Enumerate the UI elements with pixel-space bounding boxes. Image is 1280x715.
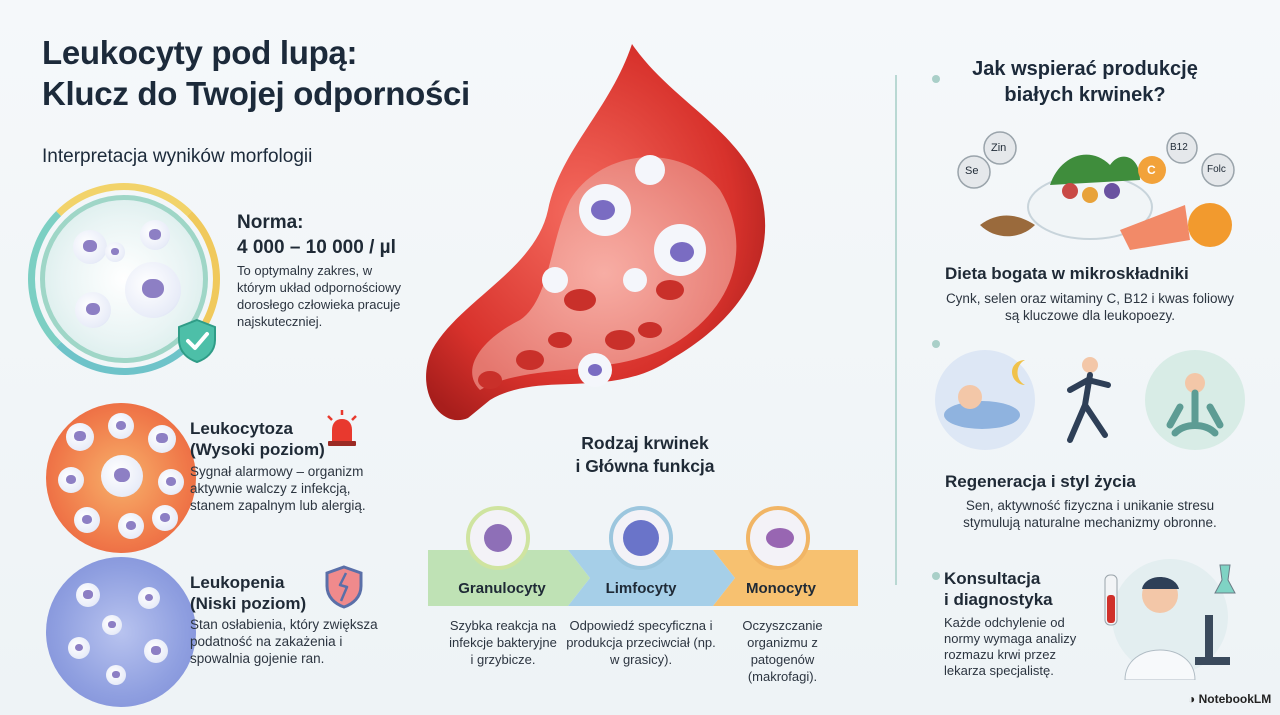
consultation-title-line-1: Konsultacja xyxy=(944,569,1041,588)
nutrient-badge-folc: Folc xyxy=(1207,164,1226,175)
cell-types-band xyxy=(428,506,858,606)
consultation-description: Każde odchylenie od normy wymaga analizy… xyxy=(944,615,1077,678)
title-line-1: Leukocyty pod lupą: xyxy=(42,34,358,71)
page-title: Leukocyty pod lupą: Klucz do Twojej odpo… xyxy=(42,32,470,114)
brand-logo: ◑ NotebookLM xyxy=(1188,692,1271,706)
shield-check-icon xyxy=(178,318,216,364)
nutrient-badge-c: C xyxy=(1147,163,1156,177)
connector-line xyxy=(895,75,897,585)
low-cells-illustration xyxy=(46,557,196,707)
cell-types-heading-line-1: Rodzaj krwinek xyxy=(581,433,709,453)
alarm-siren-icon xyxy=(327,410,357,446)
connector-dot xyxy=(932,75,940,83)
limfocyty-label: Limfocyty xyxy=(605,580,677,597)
norma-description: To optymalny zakres, w którym układ odpo… xyxy=(237,263,402,329)
limfocyty-description: Odpowiedź specyficzna i produkcja przeci… xyxy=(566,618,716,667)
leukocytoza-description: Sygnał alarmowy – organizm aktywnie walc… xyxy=(190,464,366,513)
interpretation-heading: Interpretacja wyników morfologii xyxy=(42,146,313,167)
norma-range: 4 000 – 10 000 / µl xyxy=(237,237,396,258)
nutrient-badge-b12: B12 xyxy=(1170,142,1188,153)
leukopenia-description: Stan osłabienia, który zwiększa podatnoś… xyxy=(190,617,378,666)
support-heading-line-2: białych krwinek? xyxy=(1004,84,1166,106)
regeneration-description: Sen, aktywność fizyczna i unikanie stres… xyxy=(963,498,1217,530)
consultation-title: Konsultacja i diagnostyka xyxy=(944,568,1053,610)
high-cells-illustration xyxy=(46,403,196,553)
consultation-title-line-2: i diagnostyka xyxy=(944,590,1053,609)
diet-description: Cynk, selen oraz witaminy C, B12 i kwas … xyxy=(945,291,1235,323)
granulocyty-description: Szybka reakcja na infekcje bakteryjne i … xyxy=(449,618,557,667)
nutrient-badge-se: Se xyxy=(965,165,979,177)
support-heading: Jak wspierać produkcję białych krwinek? xyxy=(965,56,1205,108)
connector-dot xyxy=(932,340,940,348)
connector-dot xyxy=(932,572,940,580)
lifestyle-illustration xyxy=(935,350,1245,450)
broken-shield-icon xyxy=(325,565,363,609)
regeneration-title: Regeneracja i styl życia xyxy=(945,472,1136,491)
norma-label: Norma: xyxy=(237,212,304,233)
leukocytoza-level: (Wysoki poziom) xyxy=(190,440,325,459)
leukopenia-heading: Leukopenia (Niski poziom) xyxy=(190,572,306,614)
title-line-2: Klucz do Twojej odporności xyxy=(42,75,470,112)
granulocyty-label: Granulocyty xyxy=(458,580,546,597)
leukopenia-level: (Niski poziom) xyxy=(190,594,307,613)
notebooklm-icon: ◑ xyxy=(1188,692,1199,706)
doctor-illustration xyxy=(1104,559,1236,680)
norma-heading: Norma: 4 000 – 10 000 / µl xyxy=(237,210,396,260)
leukocytoza-heading: Leukocytoza (Wysoki poziom) xyxy=(190,418,325,460)
cell-types-heading: Rodzaj krwinek i Główna funkcja xyxy=(560,432,730,478)
leukocytoza-label: Leukocytoza xyxy=(190,419,293,438)
norm-ring xyxy=(28,183,220,375)
brand-label: NotebookLM xyxy=(1198,692,1272,706)
blood-vessel-illustration xyxy=(426,44,766,421)
monocyty-label: Monocyty xyxy=(745,580,816,597)
support-heading-line-1: Jak wspierać produkcję xyxy=(972,58,1198,80)
monocyty-description: Oczyszczanie organizmu z patogenów (makr… xyxy=(742,618,823,684)
healthy-food-illustration xyxy=(957,131,1235,250)
leukopenia-label: Leukopenia xyxy=(190,573,285,592)
nutrient-badge-zin: Zin xyxy=(991,142,1007,154)
cell-types-heading-line-2: i Główna funkcja xyxy=(575,456,715,476)
diet-title: Dieta bogata w mikroskładniki xyxy=(945,264,1189,283)
